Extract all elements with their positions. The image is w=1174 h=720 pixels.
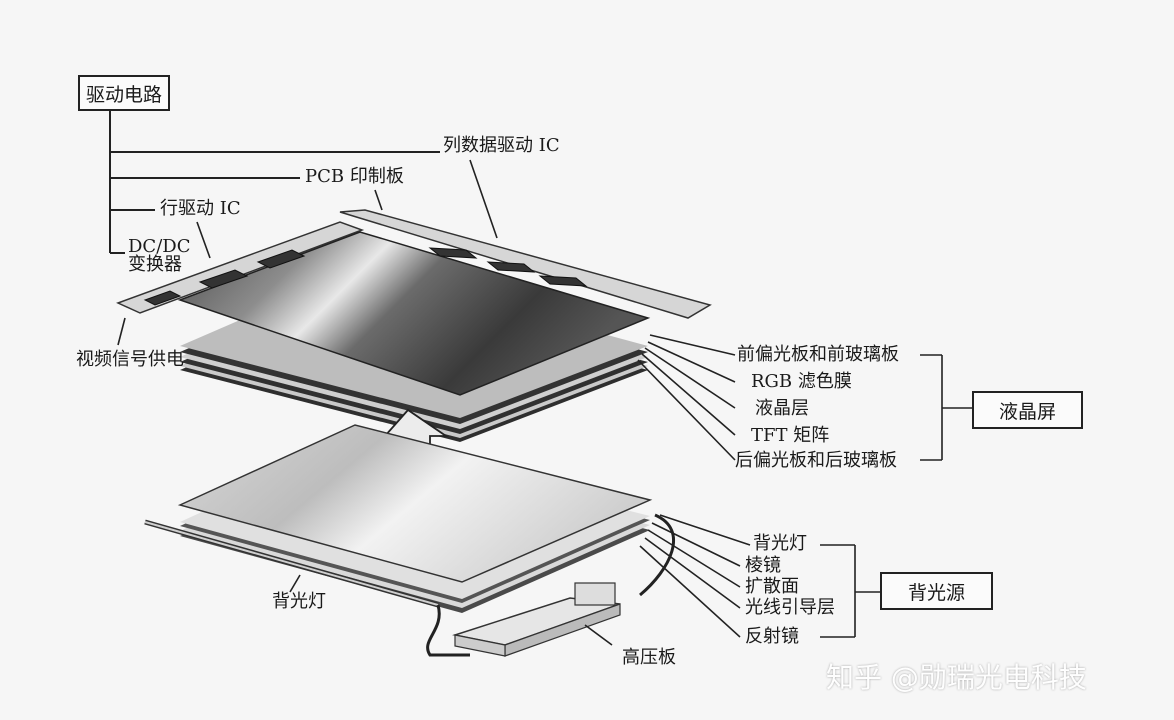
tft-matrix-label: TFT 矩阵 bbox=[751, 425, 830, 446]
column-driver-ic-label: 列数据驱动 IC bbox=[443, 135, 560, 156]
backlight-lamp-label-right: 背光灯 bbox=[753, 533, 807, 554]
dcdc-label-line1: DC/DC bbox=[128, 236, 191, 257]
rgb-filter-label: RGB 滤色膜 bbox=[751, 371, 852, 392]
row-driver-ic-label: 行驱动 IC bbox=[160, 198, 241, 219]
drive-circuit-box: 驱动电路 bbox=[78, 75, 170, 111]
watermark: 知乎 @勋瑞光电科技 bbox=[826, 661, 1087, 694]
video-power-label: 视频信号供电 bbox=[76, 349, 184, 370]
front-polarizer-label: 前偏光板和前玻璃板 bbox=[737, 344, 899, 365]
liquid-crystal-layer-label: 液晶层 bbox=[755, 398, 809, 419]
lcd-panel bbox=[116, 209, 712, 442]
dcdc-label-line2: 变换器 bbox=[128, 254, 182, 275]
diffuser-label: 扩散面 bbox=[745, 576, 799, 597]
backlight-leader-lines bbox=[289, 514, 880, 646]
drive-circuit-tree bbox=[109, 110, 440, 254]
lcd-screen-box: 液晶屏 bbox=[972, 391, 1083, 429]
reflector-label: 反射镜 bbox=[745, 626, 799, 647]
backlight-unit bbox=[144, 424, 675, 657]
lcd-leader-lines bbox=[117, 159, 972, 461]
backlight-source-box: 背光源 bbox=[880, 572, 993, 610]
pcb-board-label: PCB 印制板 bbox=[305, 166, 404, 187]
rear-polarizer-label: 后偏光板和后玻璃板 bbox=[735, 450, 897, 471]
hv-board-label: 高压板 bbox=[622, 647, 676, 668]
light-guide-label: 光线引导层 bbox=[745, 597, 835, 618]
backlight-lamp-label-left: 背光灯 bbox=[272, 591, 326, 612]
prism-label: 棱镜 bbox=[745, 555, 781, 576]
